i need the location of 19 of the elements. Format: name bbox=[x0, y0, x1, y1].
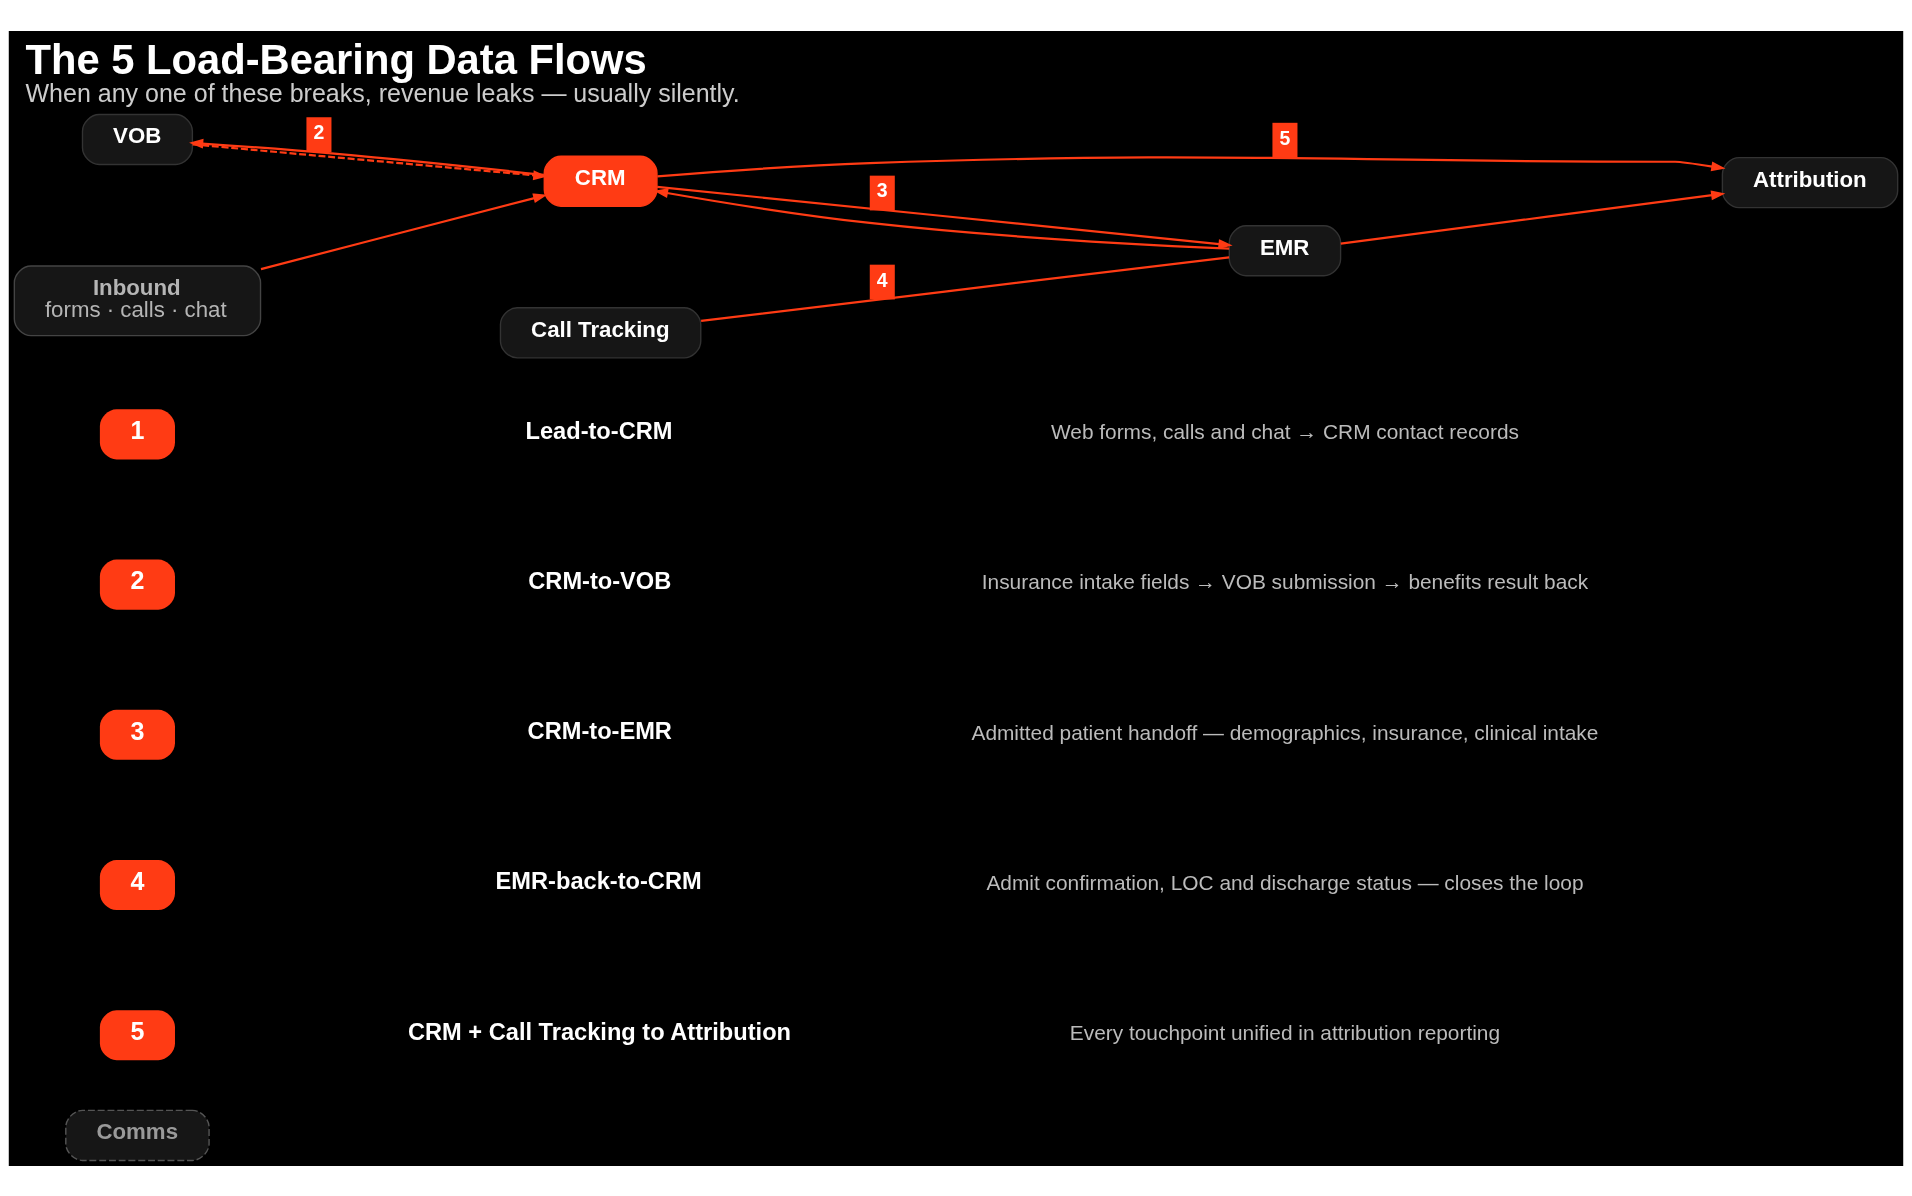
label: Web forms, calls and chat → CRM contact records bbox=[1050, 419, 1519, 443]
label: 4 bbox=[130, 866, 145, 895]
edge-label: 5 bbox=[1279, 126, 1291, 149]
label: 1 bbox=[130, 415, 145, 444]
label: 5 bbox=[130, 1016, 145, 1045]
label: Insurance intake fields → VOB submission → benefits result back bbox=[981, 569, 1589, 593]
label: CRM-to-EMR bbox=[527, 717, 672, 744]
edge-label: 2 bbox=[313, 120, 325, 143]
label: CRM-to-VOB bbox=[528, 567, 672, 594]
label: Admit confirmation, LOC and discharge status — closes the loop bbox=[986, 870, 1584, 894]
label: Admitted patient handoff — demographics, insurance, clinical intake bbox=[971, 720, 1599, 744]
edge-label: 3 bbox=[876, 178, 888, 201]
label: 3 bbox=[130, 716, 145, 745]
label: Lead-to-CRM bbox=[525, 417, 673, 444]
label: 2 bbox=[130, 565, 145, 594]
label: Every touchpoint unified in attribution reporting bbox=[1069, 1020, 1501, 1044]
label: CRM + Call Tracking to Attribution bbox=[407, 1018, 792, 1045]
edge-label: 4 bbox=[876, 268, 888, 291]
label: EMR-back-to-CRM bbox=[495, 867, 702, 894]
